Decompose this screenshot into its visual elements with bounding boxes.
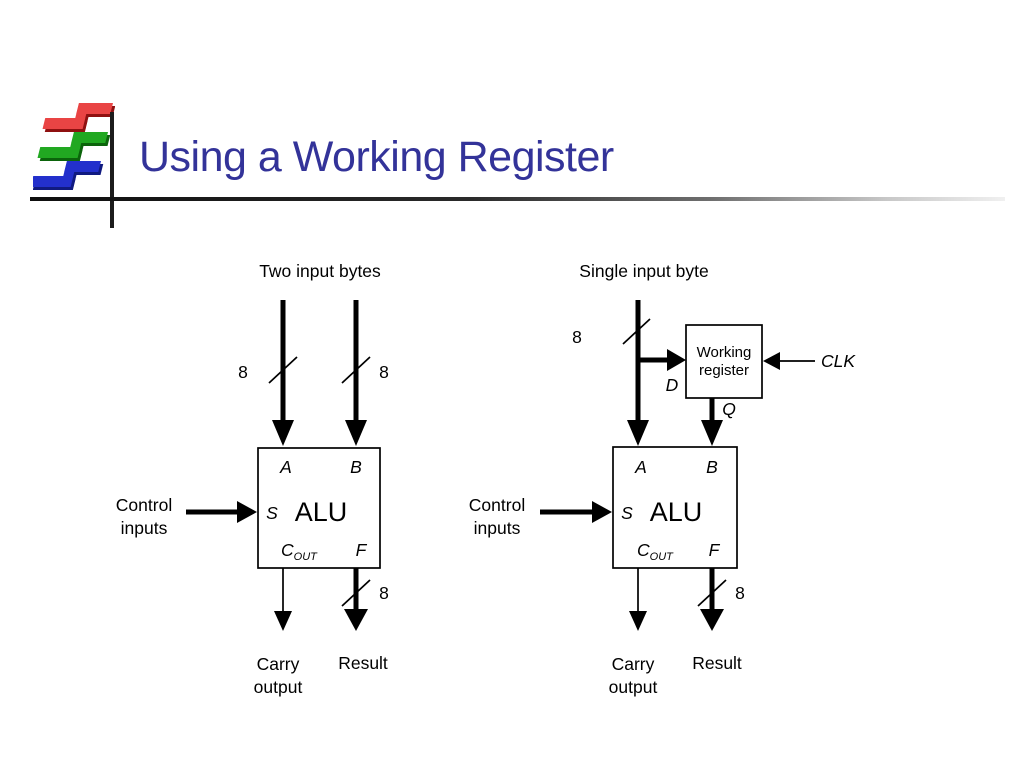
right-bus-width: 8 xyxy=(572,327,582,347)
left-alu-port-cout: COUT xyxy=(281,540,317,567)
left-alu-name: ALU xyxy=(294,497,348,527)
right-alu-port-b: B xyxy=(706,457,718,477)
left-carry-arrow xyxy=(274,568,292,631)
right-carry-line1: Carry xyxy=(611,654,655,674)
left-control-line1: Control xyxy=(115,495,173,515)
right-alu-name: ALU xyxy=(649,497,703,527)
right-alu-box xyxy=(612,446,738,569)
left-bus-arrow-b xyxy=(341,300,371,446)
right-alu-port-s: S xyxy=(621,503,633,523)
left-control-inputs-label: Control inputs xyxy=(116,494,172,540)
clk-arrow xyxy=(763,352,815,370)
left-result-arrow xyxy=(341,568,371,631)
working-register-label: Working register xyxy=(686,325,762,398)
left-control-arrow xyxy=(186,501,257,523)
left-carry-line2: output xyxy=(253,677,303,697)
right-carry-output-label: Carry output xyxy=(609,653,658,699)
right-cout-subscript: OUT xyxy=(649,551,673,563)
left-alu-port-s: S xyxy=(266,503,278,523)
right-result-arrow xyxy=(697,568,727,631)
left-bus-b-width: 8 xyxy=(379,362,389,382)
left-alu-port-b: B xyxy=(350,457,362,477)
clk-label: CLK xyxy=(821,351,856,371)
slide-title: Using a Working Register xyxy=(139,133,614,181)
left-alu-port-f: F xyxy=(355,540,367,560)
left-alu-box xyxy=(257,447,381,569)
register-line1: Working xyxy=(696,343,752,361)
left-control-line2: inputs xyxy=(120,518,168,538)
right-result-bus-width: 8 xyxy=(735,583,745,603)
left-carry-line1: Carry xyxy=(256,654,300,674)
left-result-bus-width: 8 xyxy=(379,583,389,603)
right-control-inputs-label: Control inputs xyxy=(469,494,525,540)
right-control-line1: Control xyxy=(468,495,526,515)
right-control-line2: inputs xyxy=(473,518,521,538)
logo-red-step-icon xyxy=(42,103,115,132)
header-divider-rule xyxy=(30,197,1005,201)
right-cout-base: C xyxy=(637,540,650,560)
right-carry-line2: output xyxy=(608,677,658,697)
register-port-d: D xyxy=(665,375,679,395)
left-alu-port-a: A xyxy=(280,457,292,477)
right-alu-port-f: F xyxy=(708,540,720,560)
left-carry-output-label: Carry output xyxy=(254,653,303,699)
left-bus-arrow-a xyxy=(268,300,298,446)
register-q-output-arrow xyxy=(701,398,723,446)
left-cout-subscript: OUT xyxy=(293,551,317,563)
logo-icon xyxy=(33,103,115,190)
right-result-label: Result xyxy=(692,653,742,673)
register-port-q: Q xyxy=(722,399,736,419)
right-input-bus-arrow xyxy=(622,300,651,446)
right-control-arrow xyxy=(540,501,612,523)
left-cout-base: C xyxy=(281,540,294,560)
right-alu-port-cout: COUT xyxy=(637,540,673,567)
register-line2: register xyxy=(698,361,750,379)
right-carry-arrow xyxy=(629,568,647,631)
working-register-box xyxy=(685,324,763,399)
right-alu-port-a: A xyxy=(635,457,647,477)
left-result-label: Result xyxy=(338,653,388,673)
left-diagram-caption: Two input bytes xyxy=(259,261,381,281)
logo-green-step-icon xyxy=(37,132,111,161)
left-bus-a-width: 8 xyxy=(238,362,248,382)
header-vertical-rule xyxy=(110,112,114,228)
right-diagram-caption: Single input byte xyxy=(579,261,709,281)
right-branch-to-register-arrow xyxy=(638,349,686,371)
logo-blue-step-icon xyxy=(33,161,104,190)
